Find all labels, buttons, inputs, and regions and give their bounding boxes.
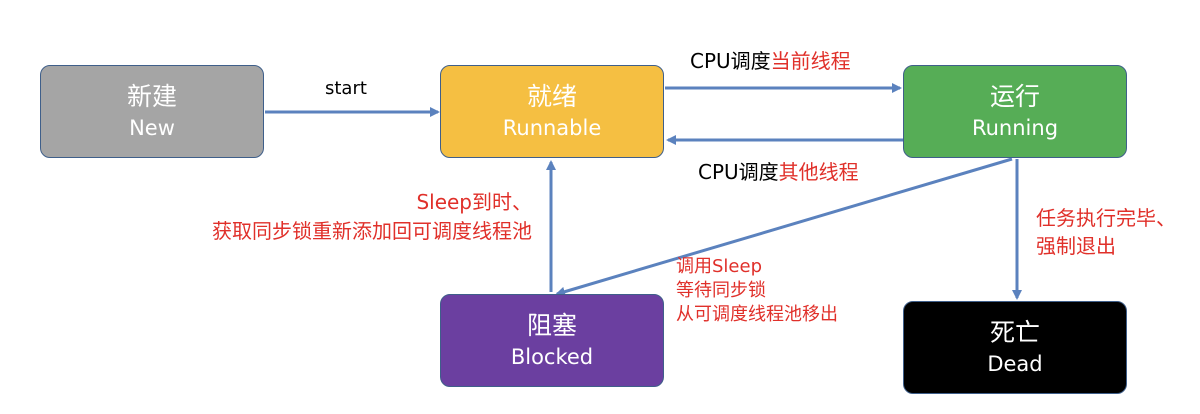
state-new-en: New: [129, 115, 175, 140]
state-dead-en: Dead: [987, 351, 1043, 376]
state-running: 运行 Running: [903, 65, 1127, 158]
state-blocked-en: Blocked: [510, 344, 594, 369]
schedule-current-highlight: 当前线程: [770, 49, 851, 73]
schedule-other-prefix: CPU调度: [698, 160, 779, 184]
state-runnable-cn: 就绪: [526, 81, 577, 111]
wake-line-1: Sleep到时、: [416, 190, 532, 214]
finish-line-1: 任务执行完毕、: [1036, 206, 1176, 230]
sleep-line-3: 从可调度线程池移出: [676, 304, 838, 325]
state-running-cn: 运行: [989, 81, 1040, 111]
edge-label-wake: Sleep到时、 获取同步锁重新添加回可调度线程池: [140, 188, 532, 246]
edge-label-start: start: [325, 78, 367, 99]
edge-label-schedule-current: CPU调度当前线程: [690, 48, 851, 74]
state-runnable-en: Runnable: [502, 115, 602, 140]
state-dead-cn: 死亡: [989, 317, 1040, 347]
edge-label-sleep: 调用Sleep 等待同步锁 从可调度线程池移出: [676, 255, 838, 327]
state-blocked-cn: 阻塞: [526, 310, 577, 340]
state-blocked: 阻塞 Blocked: [440, 294, 664, 387]
edge-label-schedule-other: CPU调度其他线程: [698, 159, 859, 185]
sleep-line-1: 调用Sleep: [676, 256, 763, 277]
state-new-cn: 新建: [126, 81, 177, 111]
schedule-other-highlight: 其他线程: [778, 160, 859, 184]
state-new: 新建 New: [40, 65, 264, 158]
wake-line-2: 获取同步锁重新添加回可调度线程池: [212, 219, 532, 243]
state-runnable: 就绪 Runnable: [440, 65, 664, 158]
state-dead: 死亡 Dead: [903, 301, 1127, 394]
schedule-current-prefix: CPU调度: [690, 49, 771, 73]
state-running-en: Running: [971, 115, 1059, 140]
arrow-running-to-blocked: [555, 157, 1013, 297]
finish-line-2: 强制退出: [1036, 234, 1116, 258]
edge-label-finish: 任务执行完毕、 强制退出: [1036, 204, 1176, 260]
sleep-line-2: 等待同步锁: [676, 280, 766, 301]
